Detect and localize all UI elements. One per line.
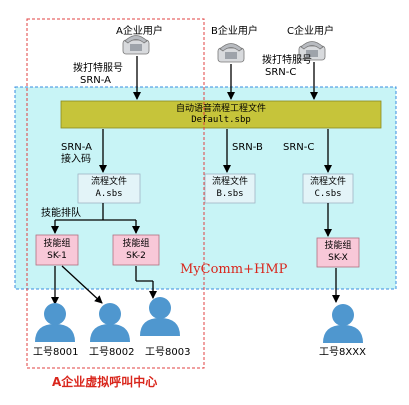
- agent-8003-icon: [140, 297, 180, 336]
- route-b-label: SRN-B: [232, 142, 263, 153]
- dial-c-line2: SRN-C: [265, 67, 297, 78]
- flow-a-title: 流程文件: [90, 177, 127, 187]
- skill-box-sk2: [112, 234, 160, 266]
- skill-sk2-code: SK-2: [126, 251, 146, 261]
- agent-8001-label: 工号8001: [33, 347, 79, 358]
- flow-c-title: 流程文件: [309, 177, 346, 187]
- user-b-label: B企业用户: [211, 26, 258, 37]
- ivr-file: Default.sbp: [191, 115, 251, 125]
- agent-8002-icon: [90, 303, 130, 342]
- phone-b-icon: [217, 43, 245, 63]
- flow-box-b: [204, 173, 256, 204]
- agent-8xxx-icon: [323, 304, 363, 343]
- dial-a-line1: 拨打特服号: [73, 63, 123, 74]
- flow-c-file: C.sbs: [314, 189, 342, 199]
- skill-skx-code: SK-X: [328, 253, 348, 263]
- agent-8001-icon: [35, 303, 75, 342]
- dial-a-line2: SRN-A: [80, 75, 112, 86]
- center-label: A企业虚拟呼叫中心: [52, 375, 158, 389]
- enterprise-a-border: [26, 18, 205, 369]
- queue-label: 技能排队: [41, 208, 81, 219]
- route-c-label: SRN-C: [283, 142, 315, 153]
- phone-a-icon: [122, 35, 150, 55]
- user-c-label: C企业用户: [287, 26, 334, 37]
- ivr-title: 自动语音流程工程文件: [175, 104, 266, 114]
- platform-label: MyComm+HMP: [180, 262, 288, 277]
- skill-sk2-title: 技能组: [122, 239, 150, 249]
- skill-box-sk1: [35, 234, 79, 266]
- ivr-box: [60, 100, 382, 129]
- dial-c-line1: 拨打特服号: [262, 55, 312, 66]
- skill-skx-title: 技能组: [324, 241, 352, 251]
- flow-box-c: [302, 173, 354, 204]
- skill-sk1-code: SK-1: [47, 251, 67, 261]
- agent-8xxx-label: 工号8XXX: [319, 347, 366, 358]
- flow-b-file: B.sbs: [216, 189, 244, 199]
- user-a-label: A企业用户: [116, 26, 163, 37]
- skill-sk1-title: 技能组: [43, 239, 71, 249]
- platform-border: [14, 86, 397, 290]
- flow-box-a: [77, 173, 141, 204]
- agent-8003-label: 工号8003: [145, 347, 191, 358]
- skill-box-skx: [316, 237, 360, 268]
- flow-b-title: 流程文件: [211, 177, 248, 187]
- route-a-line2: 接入码: [61, 154, 91, 165]
- flow-a-file: A.sbs: [95, 189, 123, 199]
- agent-8002-label: 工号8002: [89, 347, 135, 358]
- route-a-line1: SRN-A: [61, 142, 93, 153]
